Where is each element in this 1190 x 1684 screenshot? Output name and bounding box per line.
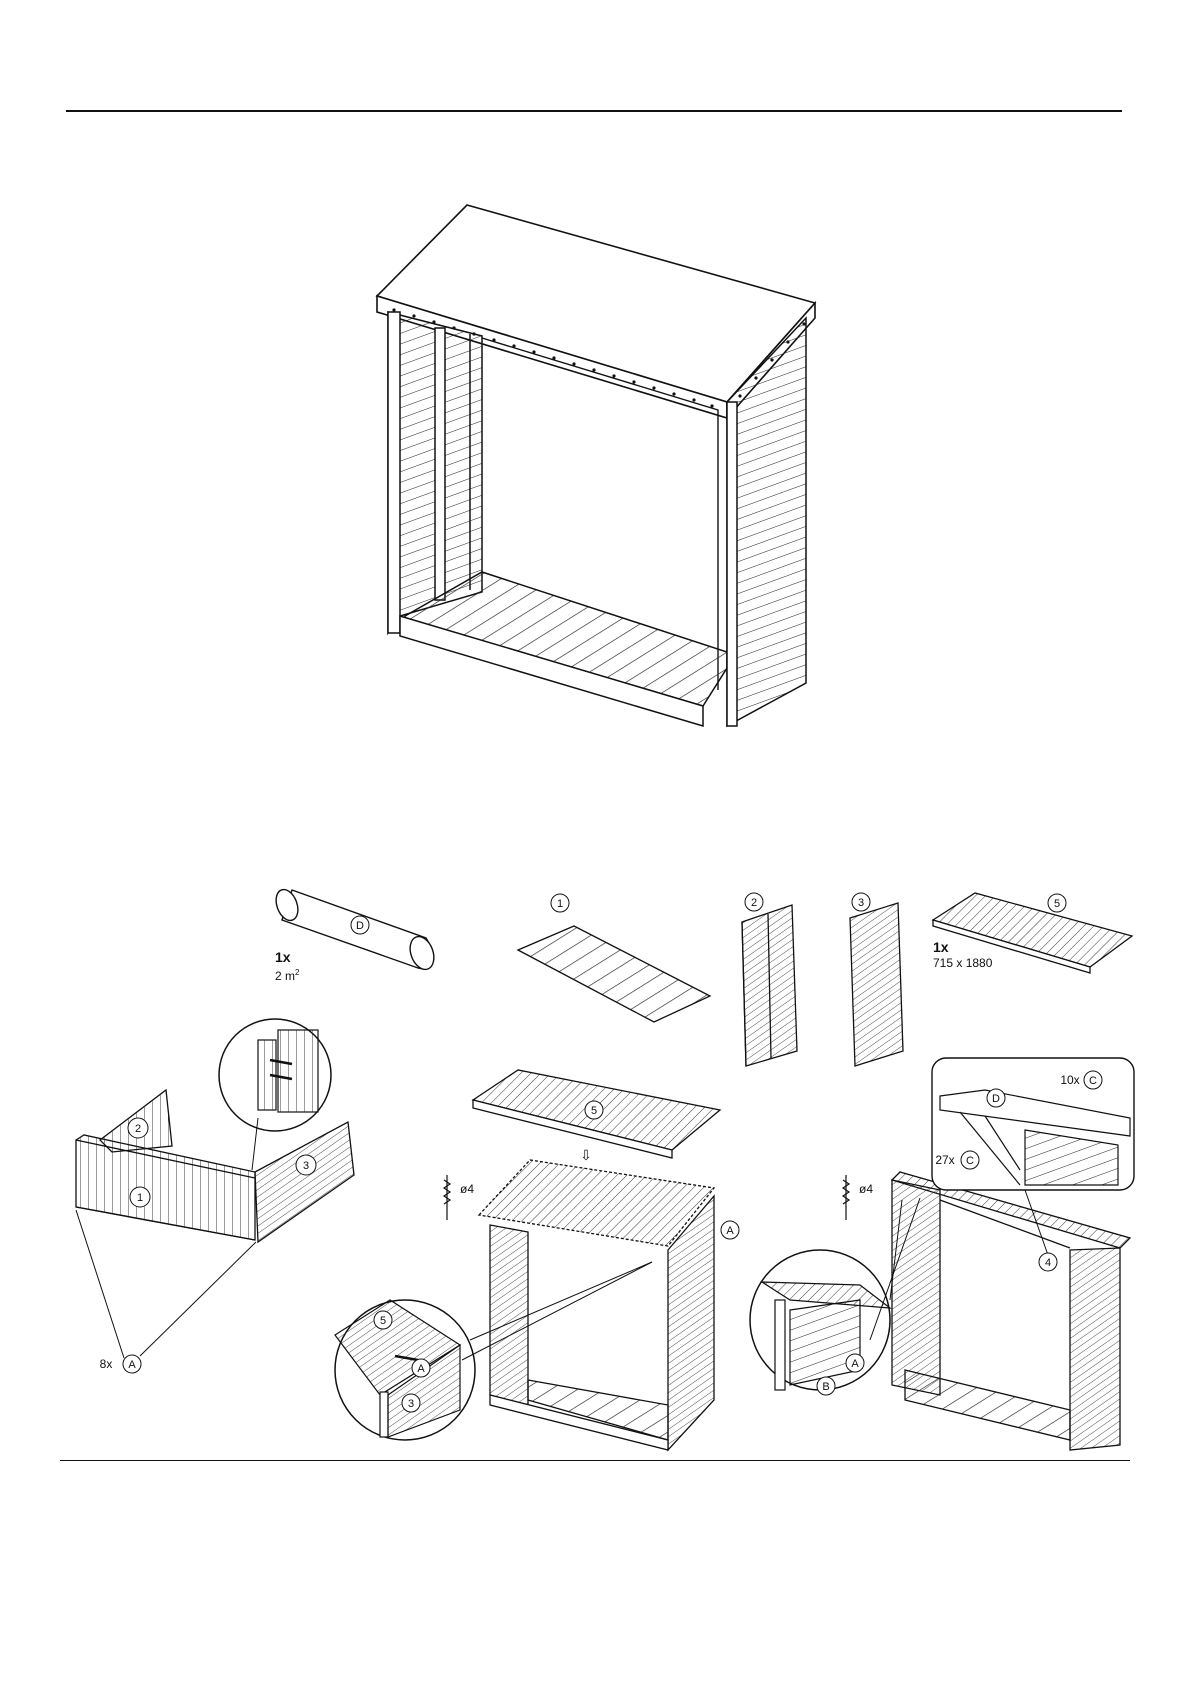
detail3-callout-c-top: C — [1089, 1075, 1097, 1087]
step3-callout-4: 4 — [1045, 1257, 1051, 1269]
callout-3: 3 — [858, 897, 864, 909]
roofing-felt-roll — [272, 887, 438, 973]
step-1-frame — [76, 1090, 354, 1242]
callout-5: 5 — [1054, 898, 1060, 910]
step1-callout-a: A — [128, 1359, 136, 1371]
detail2-callout-a: A — [417, 1363, 425, 1375]
step-2-roof-board — [473, 1070, 720, 1158]
detail3-callout-c-side: C — [966, 1155, 974, 1167]
detail3-callout-a: A — [851, 1358, 859, 1370]
c-count-side: 27x — [935, 1153, 954, 1167]
drill-left-icon — [444, 1175, 450, 1220]
step2-callout-a: A — [726, 1225, 734, 1237]
down-arrow-icon: ⇩ — [580, 1147, 592, 1163]
callout-1: 1 — [557, 898, 563, 910]
step1-a-count: 8x — [100, 1357, 113, 1371]
step3-detail-circle — [750, 1250, 890, 1390]
step1-callout-3: 3 — [303, 1160, 309, 1172]
c-count-top: 10x — [1060, 1073, 1079, 1087]
step2-callout-5: 5 — [591, 1105, 597, 1117]
detail3-callout-b: B — [822, 1381, 829, 1393]
step1-detail-circle — [219, 1019, 331, 1131]
roll-qty: 1x — [275, 950, 291, 965]
callout-circle-d — [351, 916, 369, 934]
step-2-frame — [479, 1160, 714, 1450]
part-3-wall — [850, 903, 903, 1066]
roof-qty: 1x — [933, 940, 949, 955]
step2-detail-circle — [335, 1300, 475, 1440]
footer-rule — [60, 1460, 1130, 1461]
detail3-callout-d: D — [992, 1093, 1000, 1105]
step3-detail-box — [932, 1058, 1134, 1190]
roll-size: 2 m2 — [275, 966, 299, 983]
drill-left-label: ø4 — [460, 1182, 474, 1196]
step1-callout-1: 1 — [137, 1192, 143, 1204]
part-1-floor — [518, 926, 710, 1022]
detail2-callout-3: 3 — [408, 1398, 414, 1410]
header-rule — [66, 110, 1122, 112]
detail2-callout-5: 5 — [380, 1315, 386, 1327]
callout-d: D — [356, 920, 364, 932]
part-2-wall — [742, 905, 797, 1066]
callout-2: 2 — [751, 897, 757, 909]
drill-right-label: ø4 — [859, 1182, 873, 1196]
step-3-shed — [892, 1172, 1130, 1450]
drill-right-icon — [843, 1175, 849, 1220]
step1-callout-2: 2 — [135, 1123, 141, 1135]
roof-size: 715 x 1880 — [933, 956, 992, 970]
roof-nails — [392, 308, 805, 407]
